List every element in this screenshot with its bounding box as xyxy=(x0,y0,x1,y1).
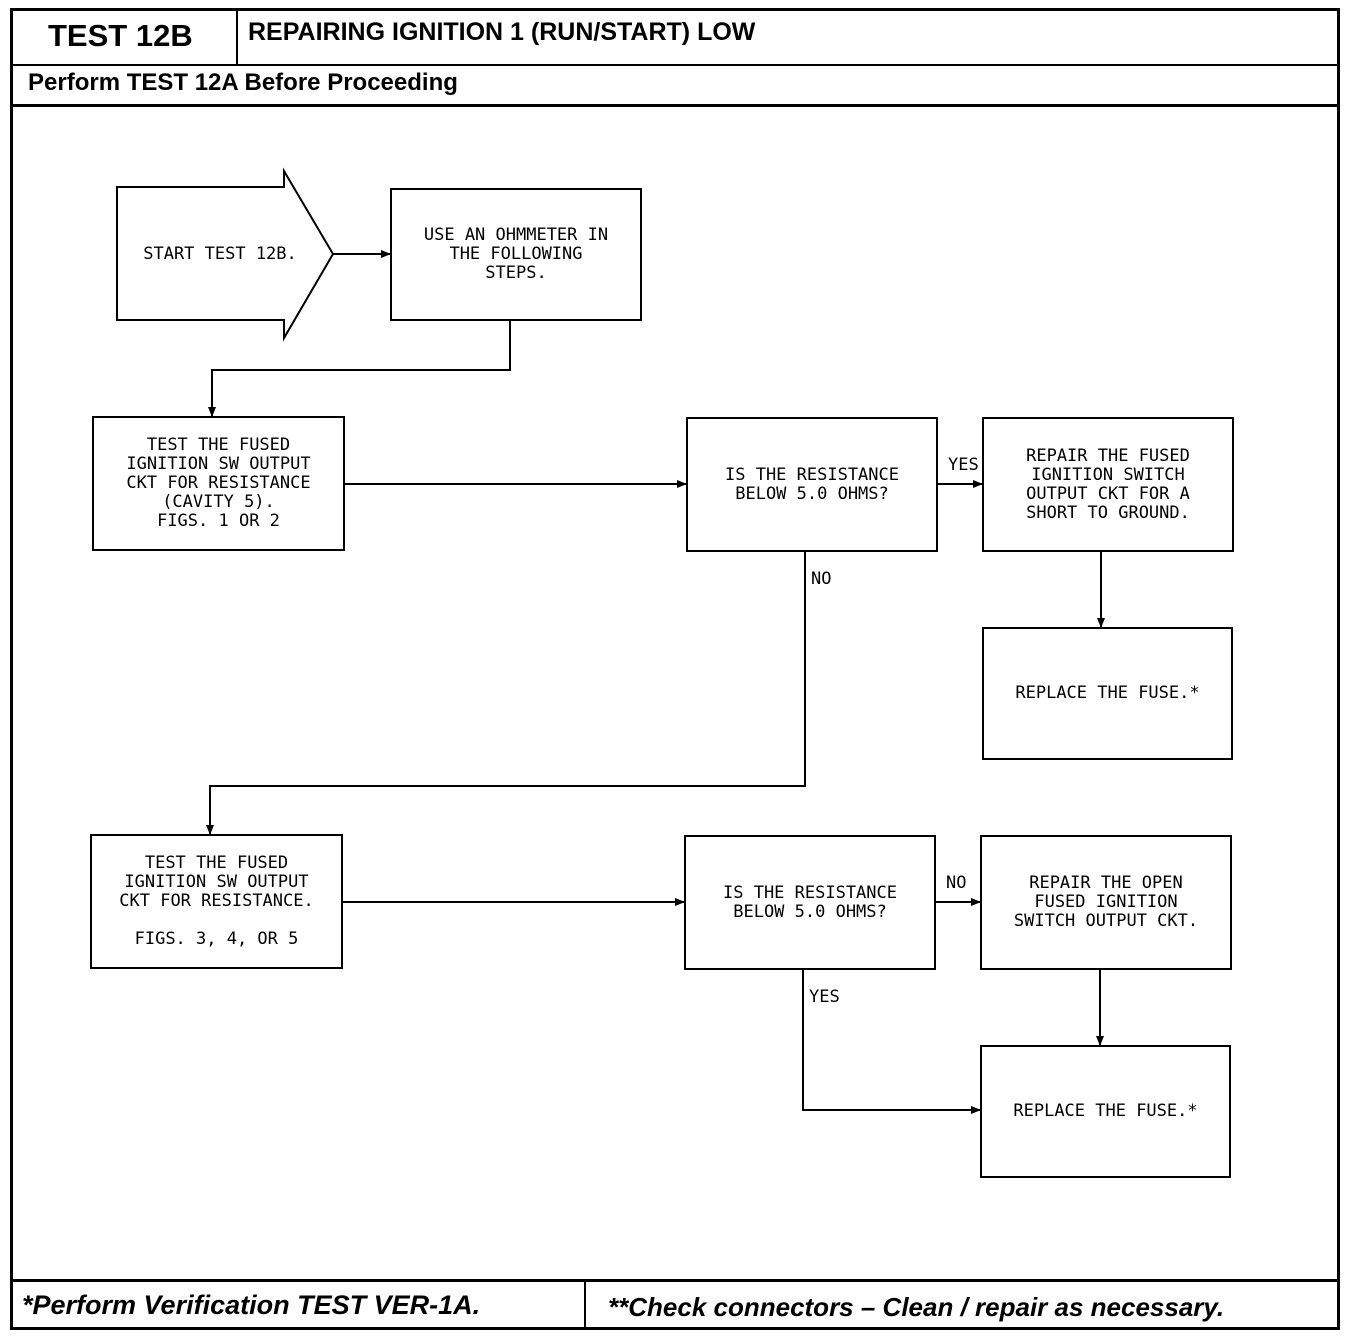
test-cavity5-text: TEST THE FUSED IGNITION SW OUTPUT CKT FO… xyxy=(126,435,311,531)
decision1-yes-label: YES xyxy=(948,455,979,475)
decision2-yes-label: YES xyxy=(809,987,840,1007)
footer-divider xyxy=(584,1280,586,1328)
connector-ohmmeter-to-test1 xyxy=(208,321,511,417)
repair-short-node: REPAIR THE FUSED IGNITION SWITCH OUTPUT … xyxy=(982,417,1234,552)
use-ohmmeter-text: USE AN OHMMETER IN THE FOLLOWING STEPS. xyxy=(423,225,609,283)
decision1-node: IS THE RESISTANCE BELOW 5.0 OHMS? xyxy=(686,417,938,552)
page-frame xyxy=(10,8,1340,1330)
start-test-text: START TEST 12B. xyxy=(143,243,297,264)
repair-open-node: REPAIR THE OPEN FUSED IGNITION SWITCH OU… xyxy=(980,835,1232,970)
footer-connectors-note: **Check connectors – Clean / repair as n… xyxy=(608,1292,1225,1322)
decision2-no-label: NO xyxy=(946,873,967,893)
test-cavity5-node: TEST THE FUSED IGNITION SW OUTPUT CKT FO… xyxy=(92,416,345,551)
test-figs345-text: TEST THE FUSED IGNITION SW OUTPUT CKT FO… xyxy=(119,853,314,949)
decision1-text: IS THE RESISTANCE BELOW 5.0 OHMS? xyxy=(725,464,899,504)
replace-fuse2-text: REPLACE THE FUSE.* xyxy=(1013,1101,1198,1121)
test-id: TEST 12B xyxy=(48,18,193,53)
start-arrow-shape xyxy=(116,167,335,342)
replace-fuse1-text: REPLACE THE FUSE.* xyxy=(1015,683,1200,703)
replace-fuse1-node: REPLACE THE FUSE.* xyxy=(982,627,1233,760)
header-test-id-divider xyxy=(236,10,238,65)
repair-short-text: REPAIR THE FUSED IGNITION SWITCH OUTPUT … xyxy=(1026,445,1190,523)
replace-fuse2-node: REPLACE THE FUSE.* xyxy=(980,1045,1231,1178)
footer-top-rule xyxy=(12,1279,1338,1282)
decision1-no-label: NO xyxy=(811,569,832,589)
prerequisite-note: Perform TEST 12A Before Proceeding xyxy=(28,69,458,96)
footer-verification-note: *Perform Verification TEST VER-1A. xyxy=(22,1290,481,1320)
connector-decision2-yes xyxy=(802,969,981,1114)
use-ohmmeter-node: USE AN OHMMETER IN THE FOLLOWING STEPS. xyxy=(390,188,642,321)
repair-open-text: REPAIR THE OPEN FUSED IGNITION SWITCH OU… xyxy=(1013,873,1199,931)
decision2-text: IS THE RESISTANCE BELOW 5.0 OHMS? xyxy=(723,882,897,922)
connector-decision1-no xyxy=(206,551,806,835)
decision2-node: IS THE RESISTANCE BELOW 5.0 OHMS? xyxy=(684,835,936,970)
start-test-node: START TEST 12B. xyxy=(125,230,315,278)
header-bottom-rule xyxy=(12,104,1338,107)
page-title: REPAIRING IGNITION 1 (RUN/START) LOW xyxy=(248,18,756,46)
test-figs345-node: TEST THE FUSED IGNITION SW OUTPUT CKT FO… xyxy=(90,834,343,969)
header-divider xyxy=(12,64,1338,66)
